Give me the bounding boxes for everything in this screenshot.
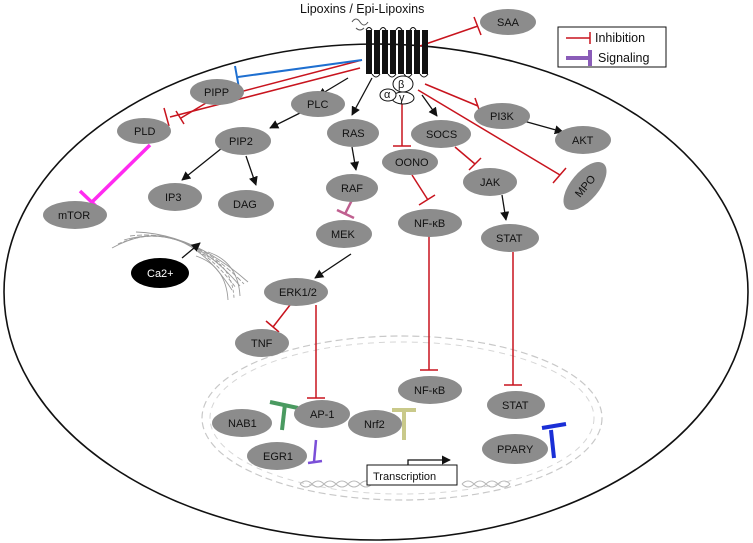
node-nab1[interactable]: NAB1 bbox=[212, 409, 272, 437]
svg-text:Transcription: Transcription bbox=[373, 471, 436, 483]
svg-text:MEK: MEK bbox=[331, 229, 356, 241]
legend-inhibition: Inhibition bbox=[595, 31, 645, 45]
svg-text:PIP2: PIP2 bbox=[229, 136, 253, 148]
node-pip2[interactable]: PIP2 bbox=[215, 127, 271, 155]
svg-text:IP3: IP3 bbox=[165, 192, 182, 204]
node-dag[interactable]: DAG bbox=[218, 190, 274, 218]
nucleus-inner bbox=[209, 341, 595, 495]
inhibition-links bbox=[163, 16, 567, 399]
svg-text:mTOR: mTOR bbox=[58, 210, 90, 222]
node-saa[interactable]: SAA bbox=[480, 9, 536, 35]
legend: Inhibition Signaling bbox=[557, 26, 667, 68]
node-stat-nuc[interactable]: STAT bbox=[487, 391, 545, 419]
endoplasmic-reticulum bbox=[111, 231, 249, 301]
svg-text:Nrf2: Nrf2 bbox=[364, 419, 385, 431]
svg-text:γ: γ bbox=[399, 92, 405, 104]
node-mtor[interactable]: mTOR bbox=[43, 201, 107, 229]
svg-text:JAK: JAK bbox=[480, 177, 501, 189]
svg-text:Ca2+: Ca2+ bbox=[147, 268, 174, 280]
svg-text:AKT: AKT bbox=[572, 135, 594, 147]
node-ca2[interactable]: Ca2+ bbox=[131, 258, 189, 288]
receptor-label: Lipoxins / Epi-Lipoxins bbox=[300, 2, 424, 16]
node-nrf2[interactable]: Nrf2 bbox=[348, 410, 402, 438]
nodes: SAA PIPP PLD mTOR PLC PIP2 IP3 DAG RAS R… bbox=[43, 9, 615, 470]
nucleus-outer bbox=[201, 335, 603, 501]
svg-text:OONO: OONO bbox=[395, 157, 429, 169]
node-ip3[interactable]: IP3 bbox=[148, 183, 202, 211]
node-ppary[interactable]: PPARY bbox=[482, 434, 548, 464]
node-egr1[interactable]: EGR1 bbox=[247, 442, 307, 470]
svg-text:EGR1: EGR1 bbox=[263, 451, 293, 463]
node-pld[interactable]: PLD bbox=[117, 118, 171, 144]
node-plc[interactable]: PLC bbox=[291, 91, 345, 117]
node-raf[interactable]: RAF bbox=[326, 174, 378, 202]
node-ap1[interactable]: AP-1 bbox=[294, 400, 350, 428]
svg-text:RAS: RAS bbox=[342, 128, 365, 140]
svg-text:PLD: PLD bbox=[134, 126, 155, 138]
transcription-box: Transcription bbox=[366, 464, 458, 486]
svg-text:AP-1: AP-1 bbox=[310, 409, 334, 421]
legend-signaling: Signaling bbox=[598, 51, 649, 65]
node-akt[interactable]: AKT bbox=[555, 126, 611, 154]
node-mpo[interactable]: MPO bbox=[556, 155, 615, 217]
svg-text:PPARY: PPARY bbox=[497, 444, 534, 456]
svg-text:α: α bbox=[384, 89, 391, 101]
node-tnf[interactable]: TNF bbox=[235, 329, 289, 357]
node-mek[interactable]: MEK bbox=[316, 220, 372, 248]
node-nfkb-nuc[interactable]: NF-κB bbox=[398, 376, 462, 404]
svg-text:PIPP: PIPP bbox=[204, 87, 229, 99]
svg-text:PLC: PLC bbox=[307, 99, 328, 111]
svg-text:NF-κB: NF-κB bbox=[414, 385, 445, 397]
node-oono[interactable]: OONO bbox=[382, 149, 438, 175]
svg-text:TNF: TNF bbox=[251, 338, 273, 350]
gpcr-receptor bbox=[351, 18, 429, 78]
node-jak[interactable]: JAK bbox=[463, 168, 517, 196]
node-ras[interactable]: RAS bbox=[327, 119, 379, 147]
dna-helix bbox=[299, 480, 511, 488]
node-erk[interactable]: ERK1/2 bbox=[264, 278, 328, 306]
svg-text:ERK1/2: ERK1/2 bbox=[279, 287, 317, 299]
g-alpha bbox=[379, 88, 397, 102]
node-nfkb-cyto[interactable]: NF-κB bbox=[398, 209, 462, 237]
signaling-arrows bbox=[181, 77, 564, 478]
svg-text:STAT: STAT bbox=[496, 233, 523, 245]
svg-text:β: β bbox=[398, 79, 404, 91]
g-protein: β γ α bbox=[379, 75, 415, 105]
svg-text:PI3K: PI3K bbox=[490, 111, 515, 123]
legend-box bbox=[557, 26, 667, 68]
node-stat-cyto[interactable]: STAT bbox=[481, 224, 539, 252]
svg-text:RAF: RAF bbox=[341, 183, 363, 195]
svg-text:NF-κB: NF-κB bbox=[414, 218, 445, 230]
node-pipp[interactable]: PIPP bbox=[190, 79, 244, 105]
node-socs[interactable]: SOCS bbox=[411, 120, 471, 148]
node-pi3k[interactable]: PI3K bbox=[474, 103, 530, 129]
svg-text:STAT: STAT bbox=[502, 400, 529, 412]
svg-text:NAB1: NAB1 bbox=[228, 418, 257, 430]
svg-text:SAA: SAA bbox=[497, 17, 520, 29]
svg-text:SOCS: SOCS bbox=[426, 129, 457, 141]
svg-text:DAG: DAG bbox=[233, 199, 257, 211]
